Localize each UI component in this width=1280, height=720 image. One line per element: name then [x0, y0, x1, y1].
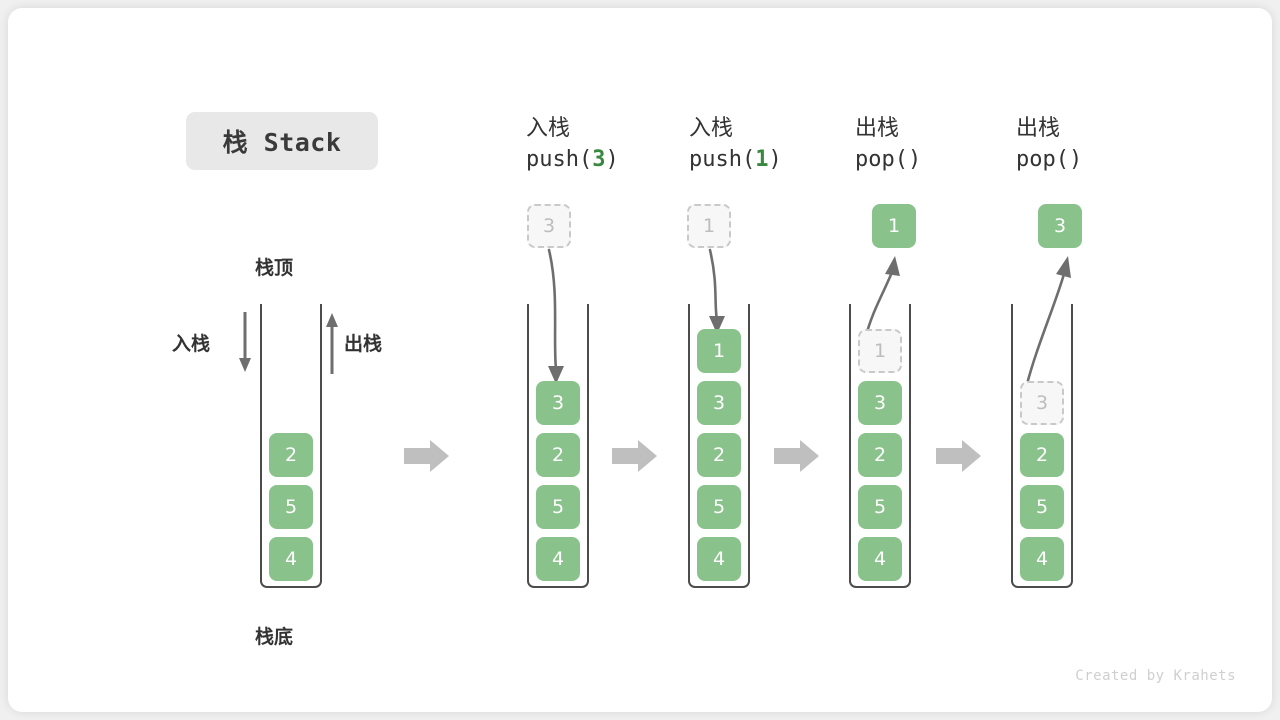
- code-prefix: pop(: [855, 147, 908, 172]
- column-header-code: pop(): [1016, 144, 1186, 176]
- code-prefix: push(: [689, 147, 756, 172]
- code-arg: 3: [592, 147, 606, 172]
- column-header-code: push(1): [689, 144, 859, 176]
- stack-cell: 2: [858, 433, 902, 477]
- column-header-pop-2: 出栈 pop(): [1016, 114, 1186, 176]
- pop-direction-label: 出栈: [344, 333, 383, 355]
- popped-element: 3: [1038, 204, 1082, 248]
- push-direction-label: 入栈: [172, 333, 211, 355]
- stack-cell: 5: [269, 485, 313, 529]
- column-header-cn: 入栈: [526, 116, 571, 141]
- column-header-pop-1: 出栈 pop(): [855, 114, 1025, 176]
- stack-cell: 3: [858, 381, 902, 425]
- stack-cell: 4: [269, 537, 313, 581]
- stack-cell: 2: [697, 433, 741, 477]
- stack-container-initial: [260, 304, 322, 588]
- step-arrow-icon: [612, 440, 657, 472]
- step-arrow-icon: [936, 440, 981, 472]
- column-header-cn: 入栈: [689, 116, 734, 141]
- column-header-code: push(3): [526, 144, 696, 176]
- stack-cell: 4: [1020, 537, 1064, 581]
- stack-cell: 5: [536, 485, 580, 529]
- code-suffix: ): [1068, 147, 1083, 172]
- column-header-code: pop(): [855, 144, 1025, 176]
- column-header-cn: 出栈: [855, 116, 900, 141]
- stack-bottom-label: 栈底: [255, 626, 294, 648]
- code-prefix: push(: [526, 147, 593, 172]
- pop-direction-arrow-icon: [326, 313, 338, 374]
- incoming-element-ghost: 1: [687, 204, 731, 248]
- code-prefix: pop(: [1016, 147, 1069, 172]
- column-header-push-3: 入栈 push(3): [526, 114, 696, 176]
- popped-element: 1: [872, 204, 916, 248]
- code-arg: 1: [755, 147, 769, 172]
- step-arrow-icon: [774, 440, 819, 472]
- stack-cell: 2: [1020, 433, 1064, 477]
- column-header-cn: 出栈: [1016, 116, 1061, 141]
- stack-cell: 4: [858, 537, 902, 581]
- stack-cell: 5: [858, 485, 902, 529]
- credit-text: Created by Krahets: [1075, 668, 1236, 684]
- push-direction-arrow-icon: [239, 312, 251, 372]
- push-motion-arrow-icon: [547, 248, 564, 384]
- step-arrow-icon: [404, 440, 449, 472]
- stack-container-push-1: [688, 304, 750, 588]
- push-motion-arrow-icon: [708, 248, 725, 334]
- stack-cell: 4: [536, 537, 580, 581]
- stack-container-push-3: [527, 304, 589, 588]
- stack-cell: 1: [697, 329, 741, 373]
- code-suffix: ): [907, 147, 922, 172]
- pop-motion-arrow-icon: [1024, 256, 1071, 390]
- incoming-element-ghost: 3: [527, 204, 571, 248]
- code-suffix: ): [768, 147, 782, 172]
- stack-cell: 5: [697, 485, 741, 529]
- stack-cell: 4: [697, 537, 741, 581]
- stack-cell: 2: [269, 433, 313, 477]
- removed-element-ghost: 3: [1020, 381, 1064, 425]
- code-suffix: ): [605, 147, 619, 172]
- stack-cell: 3: [536, 381, 580, 425]
- column-header-push-1: 入栈 push(1): [689, 114, 859, 176]
- stack-top-label: 栈顶: [255, 257, 294, 279]
- stack-container-pop-2: [1011, 304, 1073, 588]
- page-title: 栈 Stack: [186, 112, 378, 170]
- stack-cell: 5: [1020, 485, 1064, 529]
- stack-cell: 2: [536, 433, 580, 477]
- stack-container-pop-1: [849, 304, 911, 588]
- removed-element-ghost: 1: [858, 329, 902, 373]
- diagram-card: 栈 Stack 栈顶 栈底 入栈 出栈 2 5 4 入栈 push(3): [8, 8, 1272, 712]
- stack-cell: 3: [697, 381, 741, 425]
